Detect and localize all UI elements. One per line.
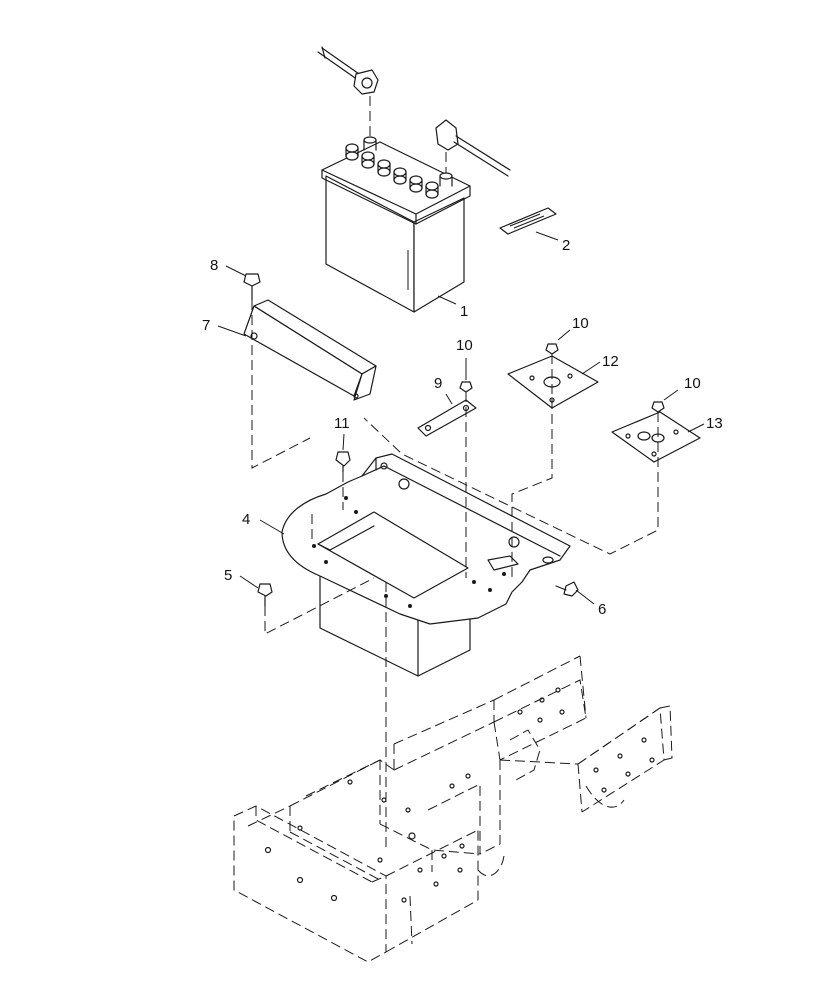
- bolt-8: [243, 273, 261, 301]
- cover-plate-12: [507, 355, 599, 409]
- callout-4: 4: [242, 511, 250, 528]
- leader-lines: [217, 231, 705, 605]
- cover-plate-13: [611, 411, 701, 463]
- hold-down-rod-plate: [417, 399, 477, 437]
- callout-9: 9: [434, 375, 442, 392]
- callout-10c: 10: [684, 375, 701, 392]
- callout-labels: 1 2 4 5 6 7 8 9 10 10 10 11 12 13: [202, 237, 723, 618]
- negative-cable: [317, 46, 379, 95]
- tractor-frame-chassis: [233, 655, 673, 963]
- callout-7: 7: [202, 317, 210, 334]
- cell-caps: [345, 143, 439, 199]
- nut-10b: [545, 343, 559, 355]
- assembly-center-lines: [251, 300, 659, 850]
- bolt-5: [257, 583, 273, 607]
- positive-cable: [435, 119, 511, 177]
- callout-10b: 10: [572, 315, 589, 332]
- callout-1: 1: [460, 303, 468, 320]
- battery: [321, 136, 471, 313]
- callout-6: 6: [598, 601, 606, 618]
- callout-5: 5: [224, 567, 232, 584]
- warning-label-plate: [499, 207, 557, 235]
- battery-terminals: [363, 136, 453, 187]
- nut-11: [335, 451, 351, 473]
- callout-2: 2: [562, 237, 570, 254]
- nut-10c: [651, 401, 665, 413]
- tray-mounting-holes: [312, 462, 554, 608]
- callout-10a: 10: [456, 337, 473, 354]
- battery-hold-down-bracket: [243, 299, 377, 401]
- callout-12: 12: [602, 353, 619, 370]
- callout-8: 8: [210, 257, 218, 274]
- callout-13: 13: [706, 415, 723, 432]
- battery-tray: [281, 453, 571, 677]
- bolt-6: [555, 581, 579, 597]
- callout-11: 11: [334, 415, 350, 432]
- nut-10a: [459, 381, 473, 393]
- frame-holes: [264, 687, 655, 903]
